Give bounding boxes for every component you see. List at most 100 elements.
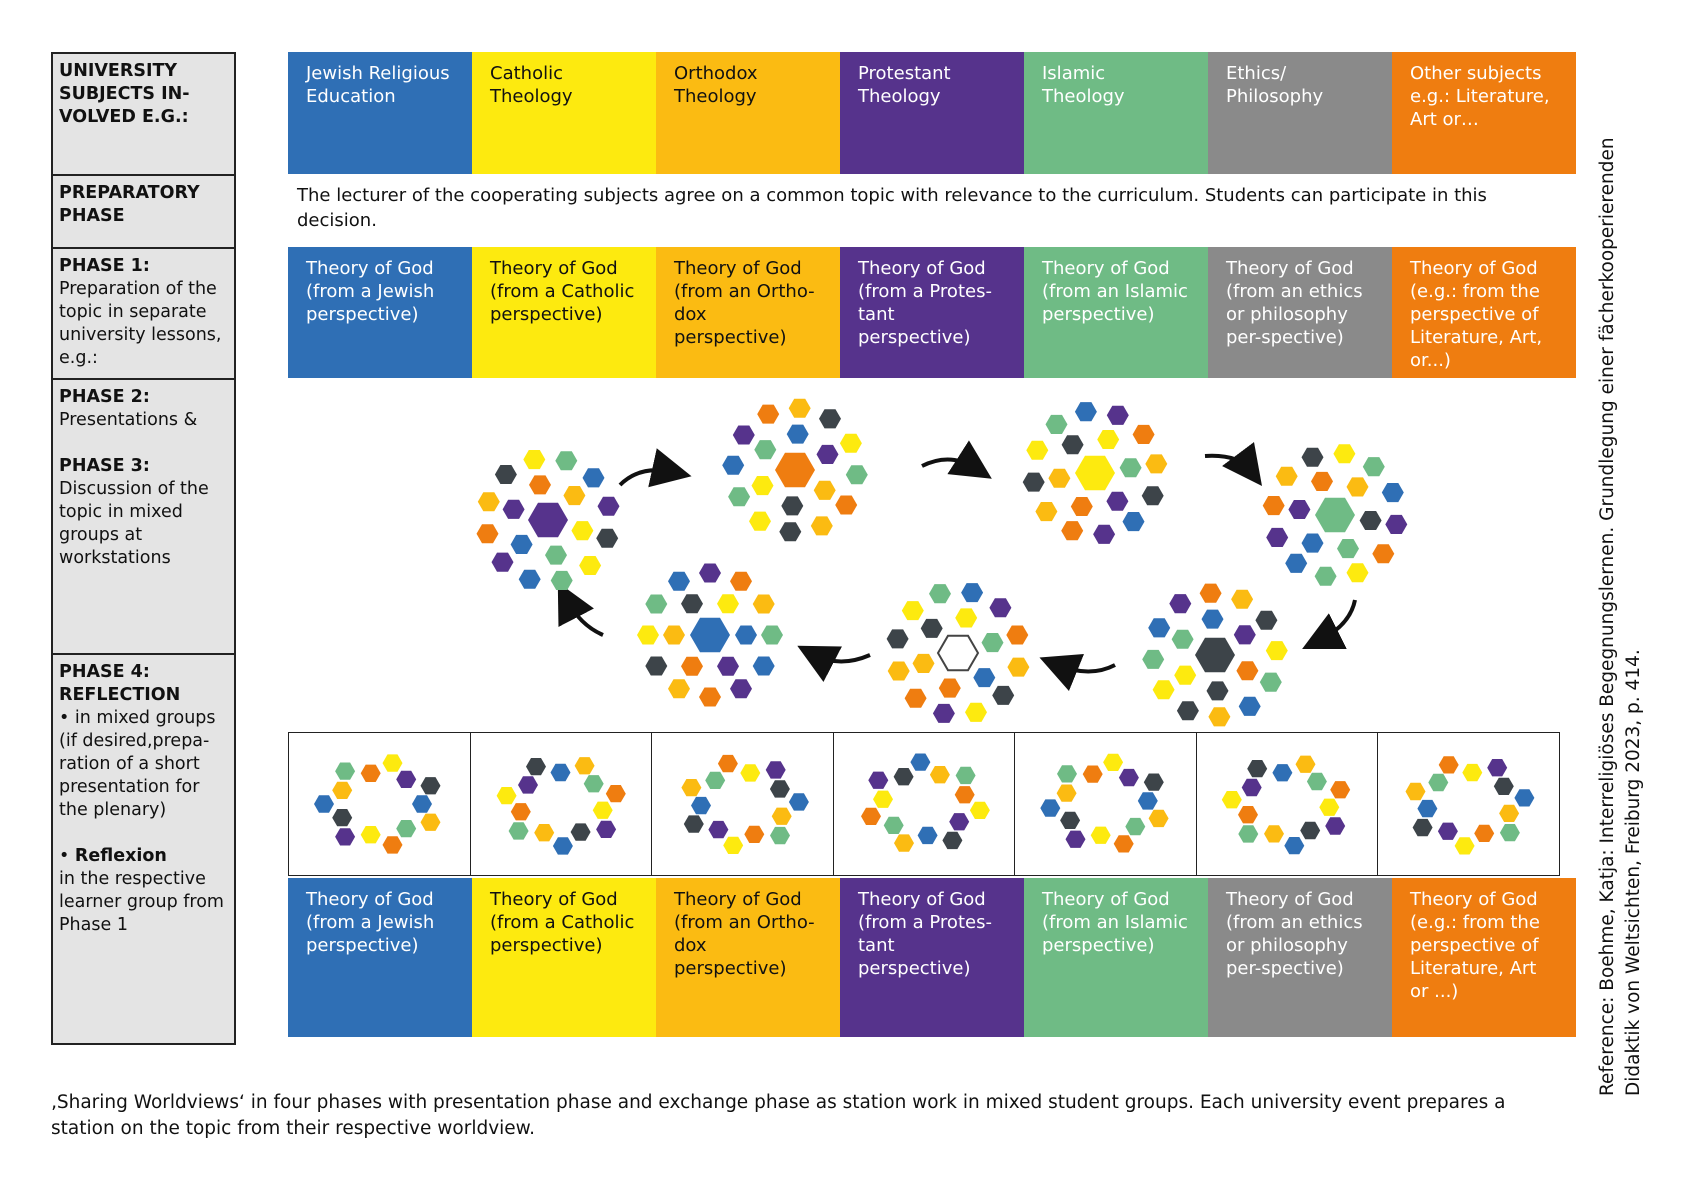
preparatory-cell: PREPARATORY PHASE	[53, 176, 234, 249]
hexagon-icon	[786, 424, 809, 444]
hexagon-icon	[1113, 835, 1134, 853]
hexagon-icon	[1231, 589, 1254, 609]
hexagon-icon	[936, 634, 980, 672]
reference-note: Reference: Boehme, Katja: Interreligiöse…	[1597, 137, 1644, 1096]
hexagon-icon	[1137, 792, 1158, 810]
hexagon-icon	[1499, 824, 1520, 842]
hexagon-icon	[929, 766, 950, 784]
hexagon-icon	[1007, 657, 1030, 677]
hexagon-icon	[1325, 817, 1346, 835]
hexagon-icon	[360, 764, 381, 782]
subjects-heading: UNIVERSITY SUBJECTS IN-VOLVED E.G.:	[59, 61, 190, 127]
hexagon-icon	[1314, 566, 1337, 586]
hexagon-icon	[1381, 483, 1404, 503]
hexagon-icon	[699, 687, 721, 707]
phase1-band: Theory of God (from a Jewish perspective…	[288, 247, 1576, 378]
phase1-theory-cell: Theory of God (from an Ortho-dox perspec…	[656, 247, 840, 378]
phase2-heading: PHASE 2:	[59, 387, 150, 407]
hexagon-icon	[645, 594, 668, 614]
hexagon-icon	[1097, 430, 1120, 449]
hexagon-icon	[699, 563, 721, 583]
hexagon-icon	[529, 475, 551, 495]
phase4-theory-cell: Theory of God (from an ethics or philoso…	[1208, 878, 1392, 1037]
phase1-theory-cell: Theory of God (from a Catholic perspecti…	[472, 247, 656, 378]
hexagon-icon	[668, 571, 690, 591]
hexagon-icon	[396, 820, 417, 838]
hexagon-icon	[496, 787, 517, 805]
hexagon-icon	[722, 455, 745, 475]
hexagon-icon	[1359, 511, 1382, 530]
hexagon-icon	[1372, 544, 1395, 564]
subjects-cell: UNIVERSITY SUBJECTS IN-VOLVED E.G.:	[53, 54, 234, 176]
hexagon-icon	[552, 837, 573, 855]
hexagon-icon	[1199, 583, 1222, 603]
hexagon-icon	[1255, 610, 1278, 630]
hexagon-icon	[1300, 821, 1321, 840]
hexagon-icon	[873, 790, 893, 808]
hexagon-icon	[717, 754, 738, 773]
phase-column: UNIVERSITY SUBJECTS IN-VOLVED E.G.: PREP…	[51, 52, 236, 1045]
hexagon-icon	[596, 528, 619, 548]
arrow-icon	[1302, 599, 1357, 649]
hexagon-icon	[510, 534, 533, 554]
hexagon-icon	[717, 656, 739, 676]
hexagon-icon	[571, 521, 594, 541]
hexagon-icon	[663, 625, 685, 645]
subject-cell: Protestant Theology	[840, 52, 1024, 174]
hexagon-icon	[550, 763, 571, 782]
hexagon-icon	[1195, 637, 1235, 673]
hexagon-icon	[690, 617, 730, 653]
hexagon-icon	[1176, 701, 1199, 721]
hexagon-icon	[1275, 466, 1298, 486]
hexagon-icon	[771, 807, 792, 825]
phase4-theory-cell: Theory of God (e.g.: from the perspectiv…	[1392, 878, 1576, 1037]
hexagon-icon	[1238, 806, 1258, 824]
phase4-theory-cell: Theory of God (from a Jewish perspective…	[288, 878, 472, 1037]
figure-caption: ‚Sharing Worldviews‘ in four phases with…	[51, 1092, 1506, 1139]
hexagon-icon	[637, 625, 659, 645]
subject-cell: Other subjects e.g.: Literature, Art or…	[1392, 52, 1576, 174]
hexagon-icon	[314, 795, 334, 813]
hexagon-icon	[1035, 502, 1058, 522]
hexagon-icon	[744, 825, 765, 843]
phase1-theory-cell: Theory of God (from a Protes-tant perspe…	[840, 247, 1024, 378]
phase3-heading: PHASE 3:	[59, 456, 150, 476]
arrow-icon	[557, 582, 604, 637]
hexagon-icon	[396, 770, 417, 788]
hexagon-icon	[1241, 778, 1262, 797]
hexagon-icon	[1093, 524, 1116, 544]
hexagon-icon	[1125, 817, 1146, 836]
hexagon-icon	[360, 826, 381, 844]
hexagon-icon	[989, 598, 1012, 618]
phase3-text: Discussion of the topic in mixed groups …	[59, 479, 209, 568]
hexagon-icon	[868, 771, 889, 789]
hexagon-icon	[965, 702, 987, 722]
hexagon-icon	[1119, 458, 1142, 478]
hexagon-icon	[1061, 435, 1084, 455]
hexagon-icon	[705, 771, 726, 789]
hexagon-icon	[1362, 457, 1385, 477]
hexagon-icon	[961, 583, 984, 603]
hexagon-icon	[887, 661, 910, 681]
hexagon-icon	[526, 758, 546, 776]
hexagon-icon	[1106, 491, 1129, 511]
hexagon-icon	[813, 480, 836, 500]
hexagon-icon	[973, 668, 996, 688]
hexagon-icon	[1238, 825, 1259, 843]
hexagon-icon	[1319, 798, 1340, 816]
hexagon-icon	[992, 685, 1015, 705]
phase4-theory-cell: Theory of God (from a Protes-tant perspe…	[840, 878, 1024, 1037]
hexagon-icon	[645, 656, 668, 676]
hexagon-icon	[788, 793, 809, 811]
hexagon-icon	[1169, 594, 1192, 614]
hexagon-icon	[1148, 618, 1171, 638]
hexagon-icon	[668, 679, 690, 699]
hexagon-icon	[730, 571, 752, 591]
phase4-band: Theory of God (from a Jewish perspective…	[288, 878, 1576, 1037]
hexagon-icon	[545, 545, 567, 565]
hexagon-icon	[929, 584, 951, 604]
arrow-icon	[921, 440, 992, 479]
hexagon-icon	[332, 809, 353, 827]
hexagon-icon	[1082, 765, 1103, 783]
